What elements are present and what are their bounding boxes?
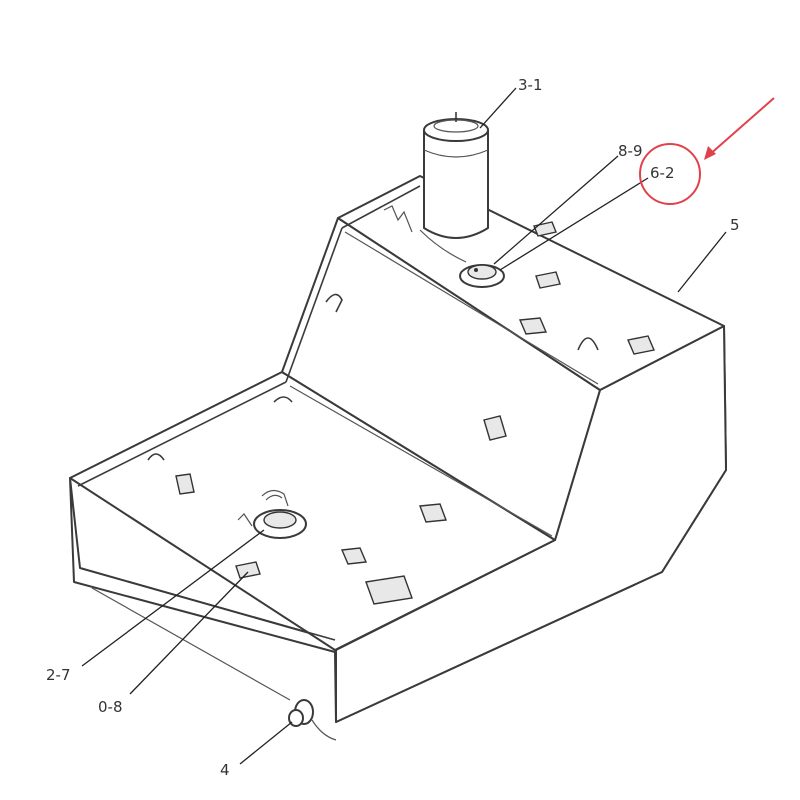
mounting-hook: [147, 453, 165, 461]
mounting-pad: [535, 271, 561, 289]
highlight-arrowhead: [704, 146, 716, 160]
leader-8-9: [493, 155, 619, 265]
highlight-annotation: [639, 97, 775, 205]
part-label-5: 5: [730, 216, 740, 234]
highlight-arrow: [707, 97, 775, 157]
tank-edge-line: [344, 231, 599, 385]
mounting-pad: [533, 221, 557, 237]
fuel-sender-lower: [237, 489, 307, 539]
mounting-pad: [483, 415, 507, 441]
mounting-pad: [235, 561, 261, 579]
fuel-tank: [69, 175, 727, 723]
tank-edge-line: [77, 381, 287, 487]
leader-2-7: [81, 529, 265, 667]
filter-canister: [383, 112, 489, 263]
leader-3-1: [479, 87, 517, 129]
leader-6-2: [499, 177, 649, 271]
leader-4: [239, 721, 293, 765]
mounting-pad: [175, 473, 195, 495]
drain-valve: [91, 587, 337, 741]
part-labels: 3-1 8-9 6-2 5 2-7 0-8 4: [46, 76, 740, 779]
tank-edge-line: [285, 227, 343, 383]
tank-edge-line: [341, 185, 421, 229]
mounting-pad: [518, 317, 548, 335]
mounting-pads: [147, 221, 655, 605]
part-label-4: 4: [220, 761, 230, 779]
part-label-3-1: 3-1: [518, 76, 543, 94]
mounting-hook: [325, 293, 343, 313]
leader-5: [677, 231, 727, 293]
fuel-sender-top: [459, 264, 505, 288]
mounting-pad: [419, 503, 447, 523]
highlight-circle: [639, 143, 701, 205]
mounting-pad: [340, 547, 368, 565]
tank-edge-line: [289, 385, 553, 537]
tank-edge-line: [79, 567, 336, 641]
part-label-0-8: 0-8: [98, 698, 123, 716]
part-label-6-2: 6-2: [650, 164, 675, 182]
mounting-pad: [365, 575, 413, 605]
part-label-2-7: 2-7: [46, 666, 71, 684]
mounting-hook: [577, 337, 599, 351]
mounting-pad: [627, 335, 655, 355]
part-label-8-9: 8-9: [618, 142, 643, 160]
leader-0-8: [129, 571, 249, 695]
mounting-hook: [273, 396, 293, 403]
leader-lines: [81, 87, 727, 765]
